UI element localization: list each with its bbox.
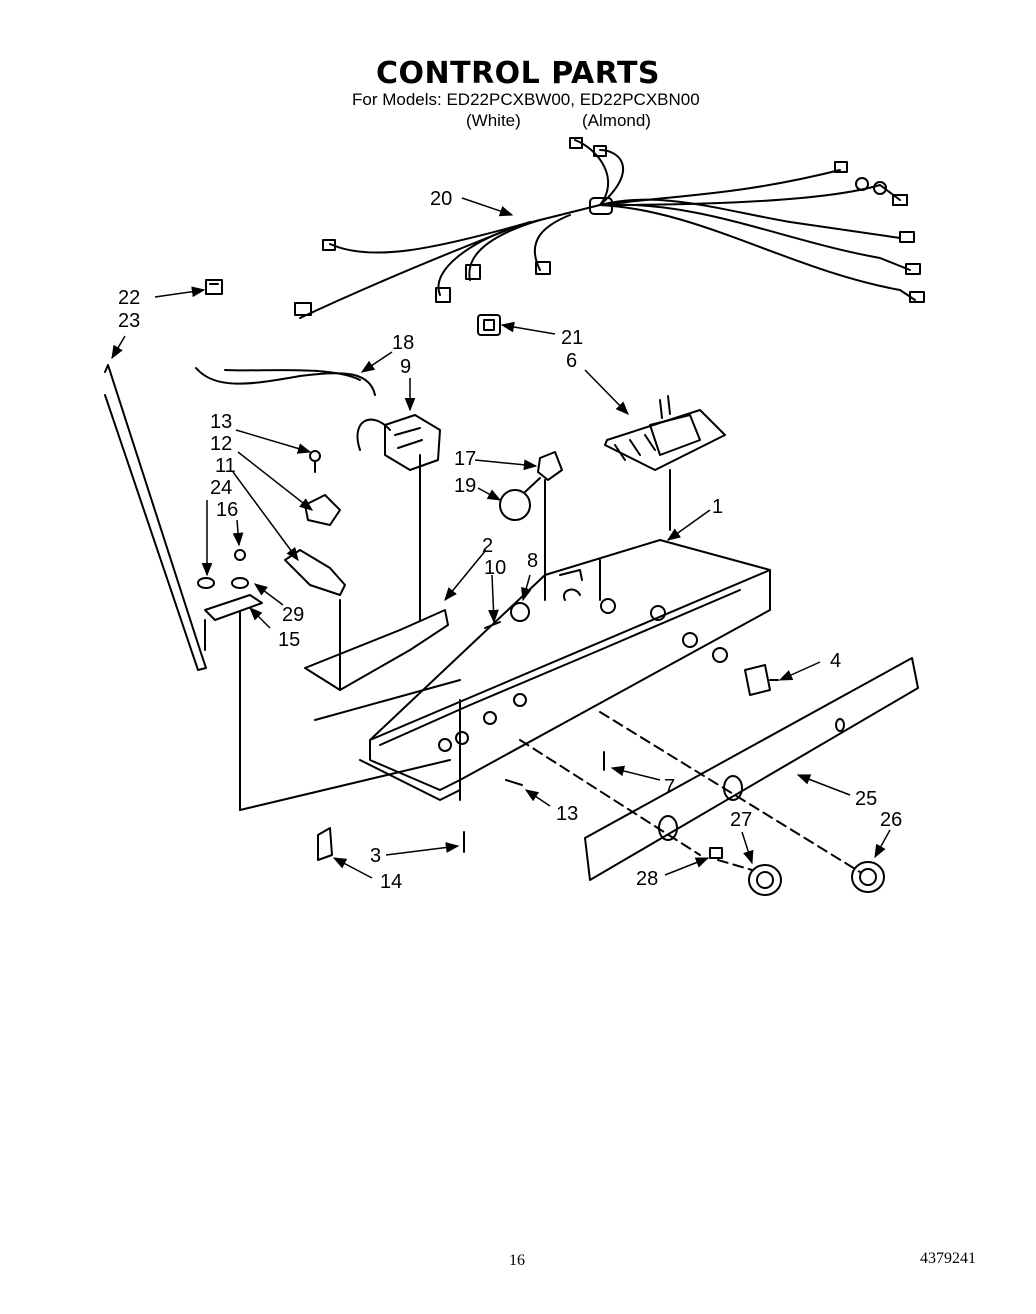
clip-part-22: [205, 279, 223, 295]
callout-27: 27: [730, 809, 752, 831]
washer-part-29: [231, 577, 249, 589]
screw-part-13: [309, 450, 321, 462]
callout-8: 8: [527, 550, 538, 572]
callout-29: 29: [282, 604, 304, 626]
callout-6: 6: [566, 350, 577, 372]
callout-11: 11: [215, 455, 236, 477]
callout-10: 10: [484, 557, 506, 579]
callout-9: 9: [400, 356, 411, 378]
knob-part-26: [851, 861, 885, 893]
wiring-harness: [294, 137, 925, 319]
document-number: 4379241: [920, 1250, 976, 1267]
callout-17: 17: [454, 448, 476, 470]
lever-part-15: [204, 594, 263, 621]
grommet-part-21: [477, 314, 501, 336]
callout-16: 16: [216, 499, 238, 521]
thermostat-part-11: [284, 549, 346, 596]
callout-24: 24: [210, 477, 232, 499]
washer-part-24: [197, 577, 215, 589]
control-housing-part-1: [359, 539, 771, 801]
page-title: CONTROL PARTS: [375, 56, 661, 91]
bracket-part-2: [304, 609, 449, 691]
callout-4: 4: [830, 650, 841, 672]
callout-13-bottom: 13: [556, 803, 578, 825]
callout-26: 26: [880, 809, 902, 831]
callout-21: 21: [561, 327, 583, 349]
panel-part-25: [584, 657, 919, 881]
knob-part-27: [748, 864, 782, 896]
clip-part-28: [709, 847, 723, 859]
part-8: [510, 602, 530, 622]
variant-almond: (Almond): [582, 111, 651, 130]
callout-25: 25: [855, 788, 877, 810]
callout-7: 7: [664, 776, 675, 798]
screw-part-13b: [505, 779, 523, 786]
wire-part-18: [195, 367, 376, 396]
callout-2: 2: [482, 535, 493, 557]
control-board-part-6: [604, 395, 726, 471]
callout-15: 15: [278, 629, 300, 651]
screw-part-16: [234, 549, 246, 561]
callout-12: 12: [210, 433, 232, 455]
socket-part-17: [537, 451, 563, 481]
rod-part-23: [104, 364, 207, 671]
screw-part-10: [484, 621, 501, 629]
bracket-part-12: [304, 494, 341, 526]
callout-14: 14: [380, 871, 402, 893]
bulb-part-19: [499, 489, 531, 521]
callout-28: 28: [636, 868, 658, 890]
page-number: 16: [509, 1252, 525, 1269]
clip-part-14: [317, 827, 333, 861]
callout-3: 3: [370, 845, 381, 867]
callout-20: 20: [430, 188, 452, 210]
callout-18: 18: [392, 332, 414, 354]
variant-white: (White): [466, 111, 521, 130]
switch-part-9: [356, 414, 441, 471]
models-line: For Models: ED22PCXBW00, ED22PCXBN00: [352, 90, 700, 109]
callout-23: 23: [118, 310, 140, 332]
switch-part-4: [744, 664, 779, 696]
callout-1: 1: [712, 496, 723, 518]
callout-13-top: 13: [210, 411, 232, 433]
callout-19: 19: [454, 475, 476, 497]
callout-22: 22: [118, 287, 140, 309]
